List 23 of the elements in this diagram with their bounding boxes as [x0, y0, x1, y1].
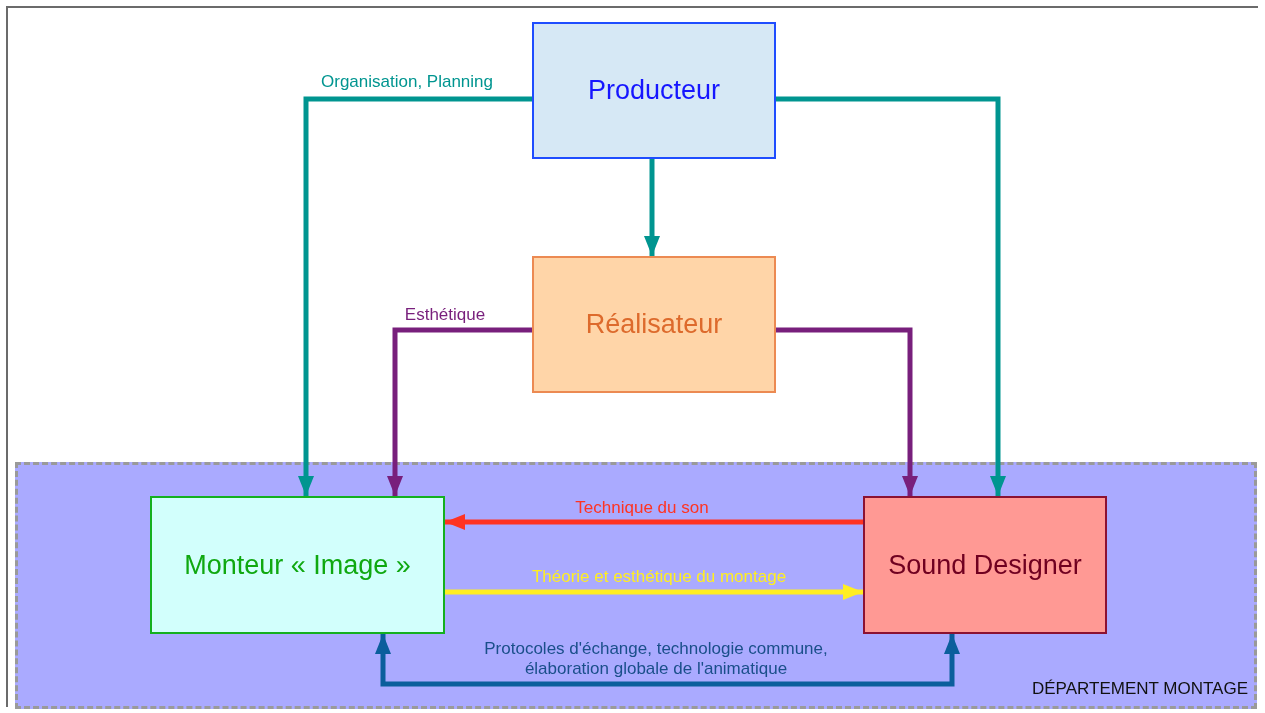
arrow	[776, 327, 918, 496]
role-label: Réalisateur	[585, 309, 723, 340]
role-box	[532, 22, 776, 159]
role-label: Producteur	[587, 75, 721, 106]
edge-label: Théorie et esthétique du montage	[531, 566, 787, 588]
role-box	[532, 256, 776, 393]
arrow	[375, 634, 960, 687]
role-label: Monteur « Image »	[184, 549, 411, 581]
arrow	[445, 584, 863, 600]
department-band	[15, 462, 1257, 709]
band-title: DÉPARTEMENT MONTAGE	[1032, 679, 1248, 699]
arrow	[776, 96, 1006, 496]
arrow	[644, 159, 660, 256]
edge-label: Protocoles d'échange, technologie commune, élaboration globale de l'animatique	[483, 638, 829, 680]
edge-label: Organisation, Planning	[321, 71, 493, 93]
arrow	[445, 514, 863, 530]
arrow	[298, 96, 532, 496]
role-box	[863, 496, 1107, 634]
role-box	[150, 496, 445, 634]
role-label: Sound Designer	[888, 549, 1082, 581]
edge-label: Technique du son	[575, 497, 709, 519]
arrow	[387, 327, 532, 496]
edge-label: Esthétique	[404, 304, 486, 326]
